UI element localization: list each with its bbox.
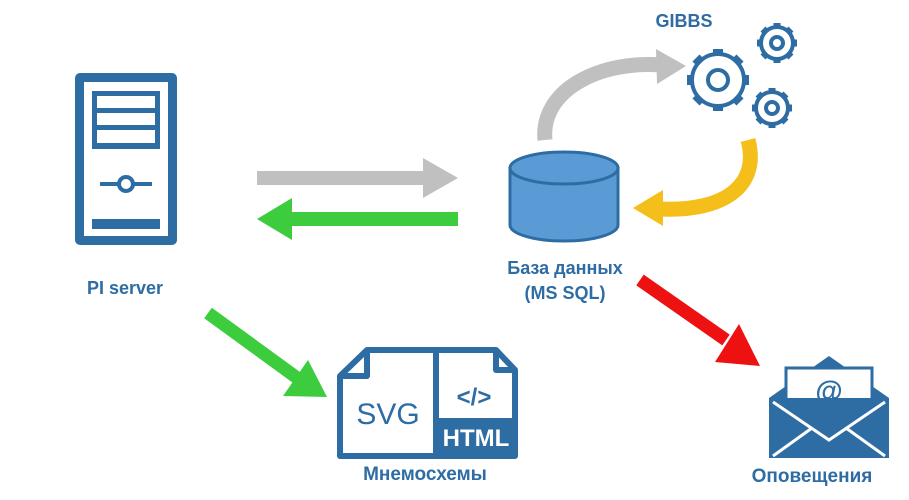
html-file-text: HTML	[443, 425, 510, 452]
server-icon	[75, 73, 177, 245]
database-label: База данных (MS SQL)	[470, 256, 660, 306]
database-label-line2: (MS SQL)	[524, 283, 606, 303]
html-file-icon: </> HTML	[433, 347, 518, 459]
code-glyph: </>	[457, 384, 492, 411]
mnemo-label: Мнемосхемы	[363, 464, 487, 485]
pi-server-label: PI server	[86, 278, 164, 298]
green-arrow-to-mnemo	[204, 307, 327, 397]
green-arrow-left	[257, 198, 458, 240]
gibbs-label: GIBBS	[655, 11, 713, 31]
svg-file-icon: SVG	[337, 347, 439, 459]
email-envelope-icon: @	[769, 356, 889, 458]
gray-arrow-right	[257, 158, 458, 198]
svg-file-text: SVG	[356, 398, 419, 431]
database-label-line1: База данных	[507, 258, 623, 278]
notifications-label: Оповещения	[751, 466, 873, 487]
database-icon	[508, 150, 620, 243]
gears-icon	[687, 23, 797, 128]
gray-curved-arrow	[537, 49, 686, 141]
red-arrow-to-notifications	[636, 274, 760, 366]
yellow-curved-arrow	[633, 138, 758, 226]
